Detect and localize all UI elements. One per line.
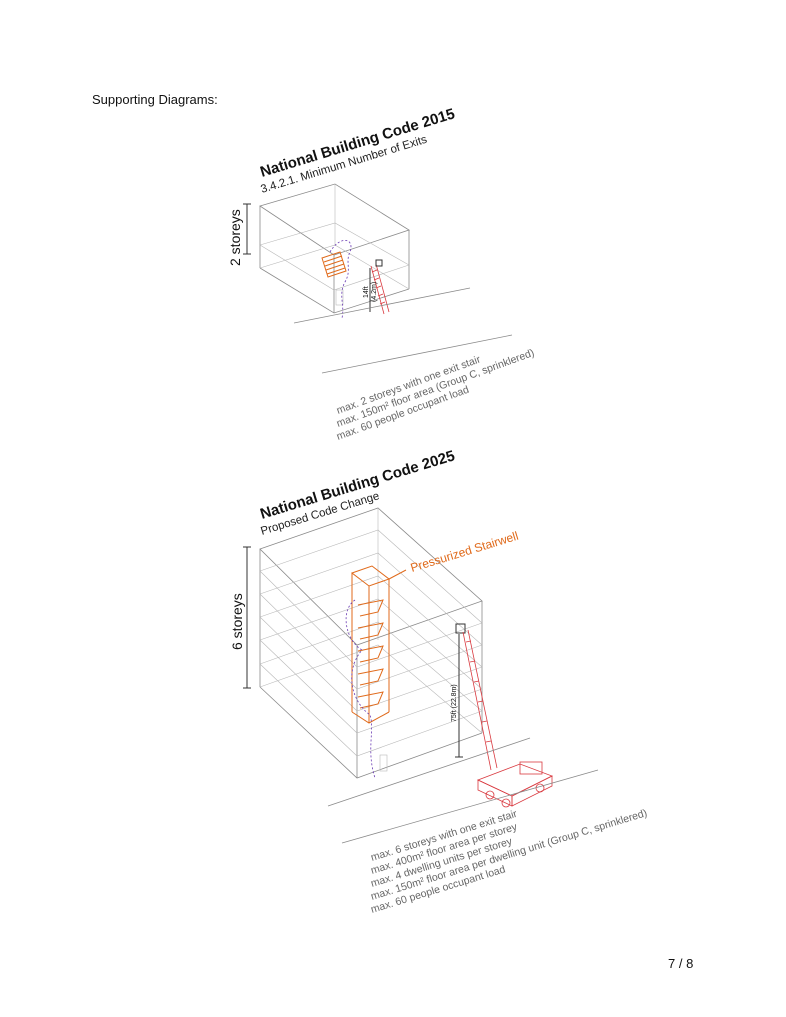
page-heading: Supporting Diagrams: <box>92 92 218 107</box>
stairwell-label: Pressurized Stairwell <box>409 529 520 575</box>
ground-line <box>293 287 471 324</box>
diagram-2015-storeys-label: 2 storeys <box>227 209 243 266</box>
exit-stair-2015 <box>321 251 347 278</box>
fire-ladder-2015 <box>370 259 390 315</box>
fire-truck-ladder <box>462 629 498 771</box>
pressurized-stairwell <box>350 565 407 724</box>
diagram-2015-note: max. 150m² floor area (Group C, sprinkle… <box>335 347 536 430</box>
diagram-2015-height-label: 14ft <box>363 286 370 298</box>
diagram-2015-height-label-metric: (4.2m) <box>371 282 378 302</box>
egress-path-2015 <box>329 239 352 319</box>
diagram-2025-title: National Building Code 2025 <box>258 447 457 522</box>
ground-line <box>321 334 513 374</box>
diagram-2015: National Building Code 2015 3.4.2.1. Min… <box>227 105 536 442</box>
diagram-2025-height-label: 75ft (22.8m) <box>451 684 458 722</box>
page-number: 7 / 8 <box>668 956 694 971</box>
ground-line <box>341 769 599 844</box>
diagram-2025: National Building Code 2025 Proposed Cod… <box>229 447 649 916</box>
building-2015 <box>259 183 410 314</box>
diagram-2025-storeys-label: 6 storeys <box>229 593 245 650</box>
fire-truck-icon <box>476 761 553 808</box>
building-2025 <box>259 507 483 779</box>
egress-path-2025 <box>345 599 376 779</box>
ground-line <box>327 737 531 807</box>
